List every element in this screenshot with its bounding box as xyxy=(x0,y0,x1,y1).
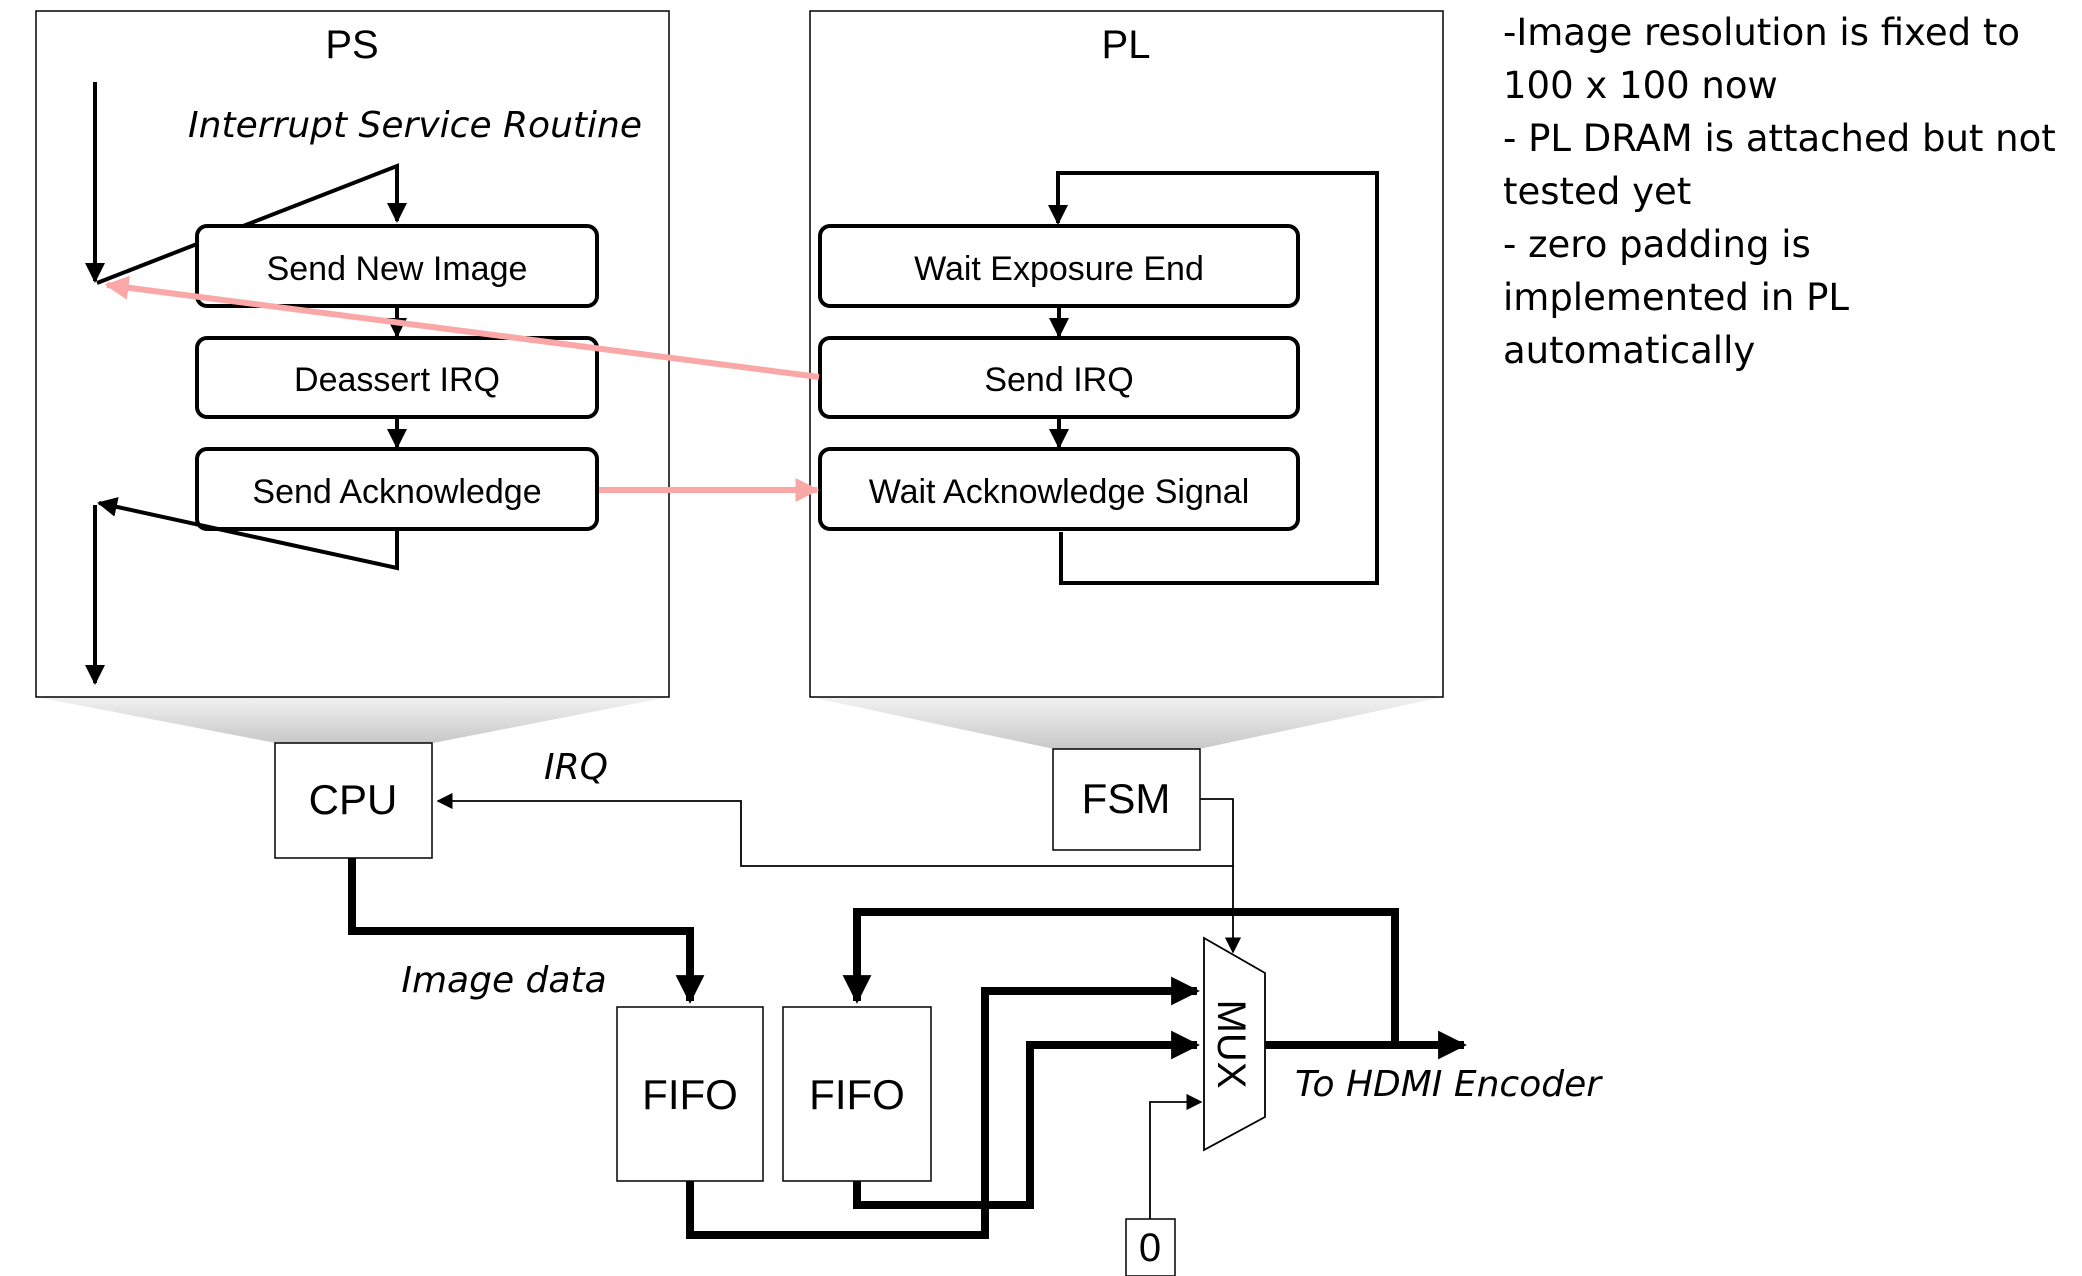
fifo-1-label: FIFO xyxy=(642,1071,738,1118)
ps-panel: PS Interrupt Service Routine Send New Im… xyxy=(35,10,670,698)
cpu-label: CPU xyxy=(309,776,398,823)
irq-handshake-arrow xyxy=(104,275,820,380)
cpu-block xyxy=(274,742,433,859)
isr-label: Interrupt Service Routine xyxy=(188,105,642,146)
ps-step-send-new-image: Send New Image xyxy=(267,250,528,288)
fifo-1-to-mux-line xyxy=(686,976,1200,1239)
note-line: - zero padding is xyxy=(1503,223,1811,266)
irq-signal-line xyxy=(436,792,1234,867)
fifo-1-block xyxy=(616,1006,764,1182)
mux-label: MUX xyxy=(1209,1000,1253,1089)
datapath: CPU FSM IRQ Image data FIFO FIFO MUX 0 T… xyxy=(274,742,1603,1276)
fifo-2-label: FIFO xyxy=(809,1071,905,1118)
hdmi-output-label: To HDMI Encoder xyxy=(1295,1064,1603,1105)
pl-step-box-wait-acknowledge xyxy=(818,447,1300,531)
pl-panel: PL Wait Exposure End Send IRQ Wait Ackno… xyxy=(809,10,1444,698)
zero-constant-block xyxy=(1125,1218,1176,1276)
pl-zoom-callout xyxy=(810,697,1443,749)
irq-label: IRQ xyxy=(544,747,608,788)
note-line: 100 x 100 now xyxy=(1503,64,1778,107)
note-line: automatically xyxy=(1503,329,1756,372)
pl-step-wait-acknowledge: Wait Acknowledge Signal xyxy=(869,473,1250,511)
isr-return-line xyxy=(97,497,399,571)
fifo-2-to-mux-line xyxy=(853,1030,1200,1209)
pl-step-wait-exposure-end: Wait Exposure End xyxy=(914,250,1204,288)
ps-zoom-callout xyxy=(36,697,669,743)
image-data-label: Image data xyxy=(401,960,606,1001)
image-data-line xyxy=(348,858,705,1004)
zero-constant-label: 0 xyxy=(1139,1226,1161,1270)
pl-loop-back-line xyxy=(1048,171,1379,585)
fsm-label: FSM xyxy=(1082,775,1171,822)
pl-step-send-irq: Send IRQ xyxy=(984,361,1133,399)
fifo-2-block xyxy=(782,1006,932,1182)
note-line: -Image resolution is fixed to xyxy=(1503,11,2020,54)
mux-block xyxy=(1203,936,1266,1152)
note-line: tested yet xyxy=(1503,170,1692,213)
fsm-block xyxy=(1052,748,1201,851)
ps-step-send-acknowledge: Send Acknowledge xyxy=(252,473,541,511)
note-line: implemented in PL xyxy=(1503,276,1850,319)
zero-to-mux-line xyxy=(1149,1093,1203,1219)
feedback-to-fifo-2-line xyxy=(842,908,1399,1045)
pl-title: PL xyxy=(1102,23,1151,67)
notes-panel: -Image resolution is fixed to 100 x 100 … xyxy=(1503,6,2063,377)
ps-title: PS xyxy=(325,23,378,67)
ps-step-box-send-acknowledge xyxy=(195,447,599,531)
note-line: - PL DRAM is attached but not xyxy=(1503,117,2056,160)
ps-step-deassert-irq: Deassert IRQ xyxy=(294,361,500,399)
